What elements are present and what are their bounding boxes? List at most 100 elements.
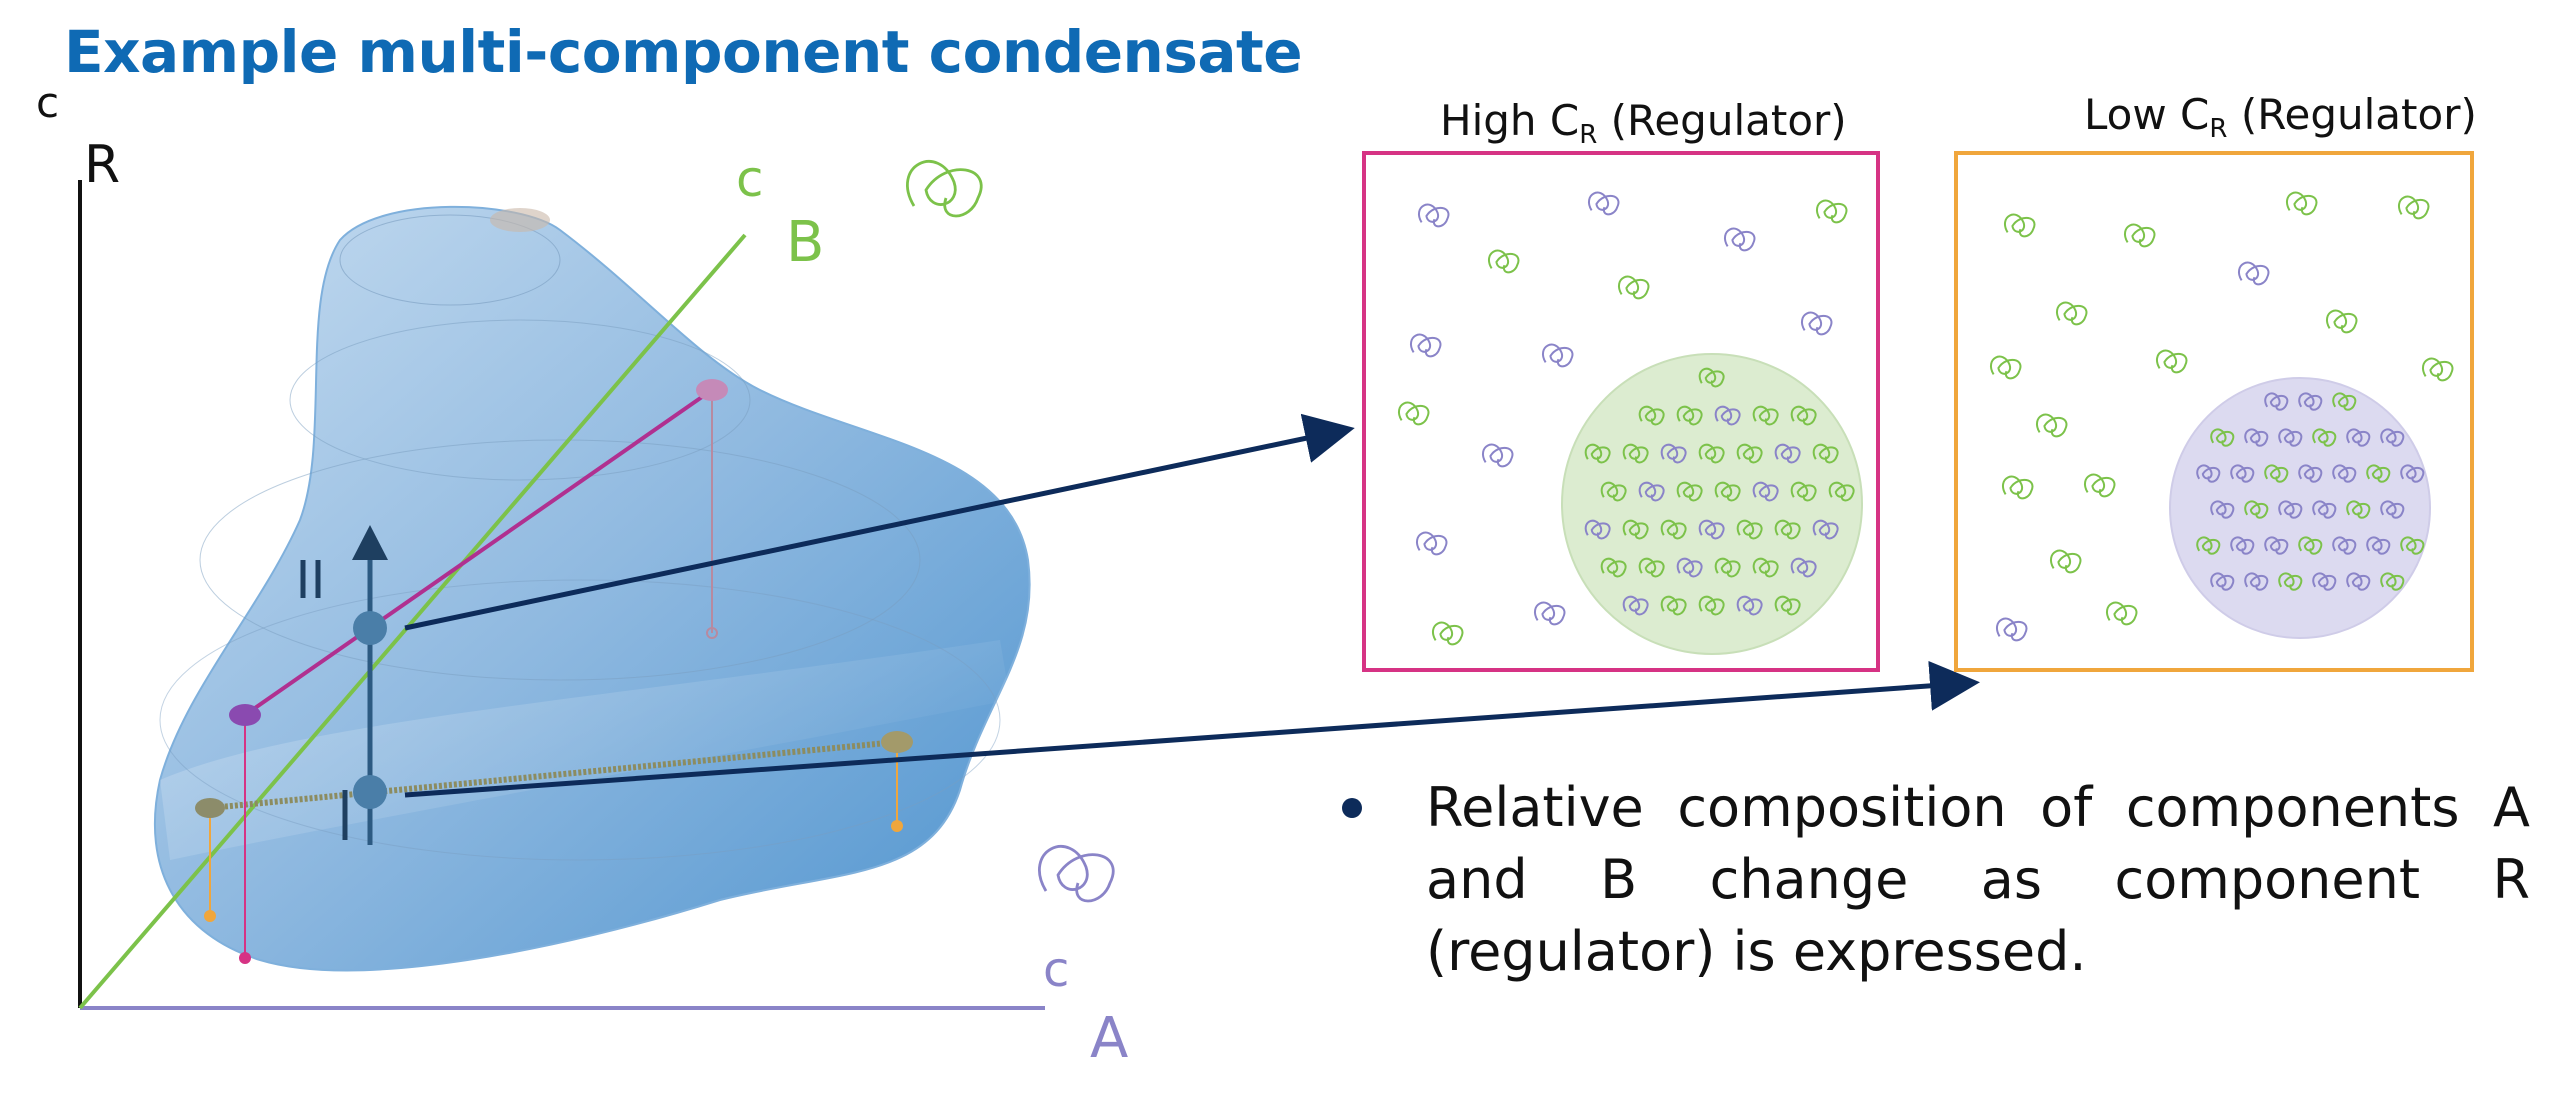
molecule-icon xyxy=(2050,549,2082,574)
molecule-icon xyxy=(2332,392,2357,411)
molecule-icon xyxy=(1828,481,1855,502)
molecule-icon xyxy=(1638,557,1665,578)
high-cr-subscript: R xyxy=(1579,120,1598,150)
molecule-icon xyxy=(1736,595,1763,616)
tie-line-high xyxy=(243,388,714,717)
state-point-low xyxy=(353,775,387,809)
b-axis-c-label: c xyxy=(736,150,764,208)
molecule-icon xyxy=(1676,557,1703,578)
molecule-icon xyxy=(1600,481,1627,502)
molecule-icon xyxy=(2278,500,2303,519)
high-cr-prefix: High C xyxy=(1440,96,1580,145)
molecule-icon xyxy=(2422,357,2454,382)
molecule-icon xyxy=(2298,392,2323,411)
molecule-icon xyxy=(1790,405,1817,426)
tie-high-end-b xyxy=(696,379,728,401)
condensate-droplet-high xyxy=(1561,353,1863,655)
molecule-icon xyxy=(1774,519,1801,540)
molecule-icon xyxy=(2366,464,2391,483)
molecule-icon xyxy=(2244,572,2269,591)
b-axis xyxy=(78,233,747,1010)
molecule-icon xyxy=(1418,203,1450,228)
projection-high-b-dot xyxy=(706,627,718,639)
molecule-icon xyxy=(2210,500,2235,519)
equals-icon xyxy=(300,560,321,598)
molecule-icon xyxy=(1618,275,1650,300)
tie-line-low xyxy=(209,739,898,811)
molecule-icon xyxy=(2312,428,2337,447)
molecule-icon xyxy=(2366,536,2391,555)
molecule-icon xyxy=(2286,191,2318,216)
molecule-icon xyxy=(2196,536,2221,555)
molecule-icon xyxy=(1698,595,1725,616)
molecule-icon xyxy=(1698,367,1725,388)
molecule-icon xyxy=(1660,443,1687,464)
molecule-icon xyxy=(2210,572,2235,591)
molecule-icon xyxy=(2156,349,2188,374)
molecule-icon xyxy=(2244,428,2269,447)
molecule-icon xyxy=(2298,464,2323,483)
arrow-to-low-panel xyxy=(404,660,1980,798)
molecule-icon xyxy=(2332,536,2357,555)
molecule-icon xyxy=(1638,481,1665,502)
molecule-icon xyxy=(1584,519,1611,540)
molecule-icon xyxy=(1996,617,2028,642)
molecule-icon xyxy=(2196,464,2221,483)
projection-low-b-dot xyxy=(891,820,903,832)
state-point-high xyxy=(353,611,387,645)
molecule-icon xyxy=(2346,428,2371,447)
r-axis-letter: R xyxy=(84,135,121,195)
molecule-icon xyxy=(2264,464,2289,483)
squiggle-purple-icon xyxy=(1038,845,1115,903)
molecule-icon xyxy=(1534,601,1566,626)
condensate-droplet-low xyxy=(2169,377,2431,639)
molecule-icon xyxy=(1790,557,1817,578)
molecule-icon xyxy=(1990,355,2022,380)
molecule-icon xyxy=(2278,428,2303,447)
molecule-icon xyxy=(1488,249,1520,274)
molecule-icon xyxy=(1622,443,1649,464)
molecule-icon xyxy=(1790,481,1817,502)
molecule-icon xyxy=(2298,536,2323,555)
molecule-icon xyxy=(2312,500,2337,519)
molecule-icon xyxy=(2264,392,2289,411)
molecule-icon xyxy=(1588,191,1620,216)
molecule-icon xyxy=(1542,343,1574,368)
molecule-icon xyxy=(2380,428,2405,447)
high-cr-label: High CR (Regulator) xyxy=(1440,96,1847,150)
molecule-icon xyxy=(2084,473,2116,498)
molecule-icon xyxy=(1801,311,1833,336)
molecule-icon xyxy=(2056,301,2088,326)
projection-high-a-dot xyxy=(239,952,251,964)
molecule-icon xyxy=(2346,572,2371,591)
molecule-icon xyxy=(2326,309,2358,334)
molecule-icon xyxy=(1660,595,1687,616)
molecule-icon xyxy=(1398,401,1430,426)
molecule-icon xyxy=(2230,464,2255,483)
molecule-icon xyxy=(1816,199,1848,224)
molecule-icon xyxy=(2398,195,2430,220)
low-cr-suffix: (Regulator) xyxy=(2227,90,2477,139)
molecule-icon xyxy=(1584,443,1611,464)
squiggle-green-icon xyxy=(906,160,983,218)
tie-low-end-b xyxy=(881,731,913,753)
molecule-icon xyxy=(2244,500,2269,519)
bullet-point: Relative composition of components A and… xyxy=(1320,772,2530,988)
molecule-icon xyxy=(2380,500,2405,519)
r-axis-c-label: c xyxy=(36,78,60,127)
molecule-icon xyxy=(1660,519,1687,540)
molecule-icon xyxy=(1410,333,1442,358)
molecule-icon xyxy=(1714,557,1741,578)
molecule-icon xyxy=(2312,572,2337,591)
molecule-icon xyxy=(1812,519,1839,540)
projection-low-a-dot xyxy=(204,910,216,922)
b-axis-letter: B xyxy=(786,210,825,275)
molecule-icon xyxy=(1622,519,1649,540)
molecule-icon xyxy=(1714,481,1741,502)
molecule-icon xyxy=(1600,557,1627,578)
molecule-icon xyxy=(1416,531,1448,556)
molecule-icon xyxy=(1752,557,1779,578)
molecule-icon xyxy=(1432,621,1464,646)
high-cr-suffix: (Regulator) xyxy=(1597,96,1847,145)
